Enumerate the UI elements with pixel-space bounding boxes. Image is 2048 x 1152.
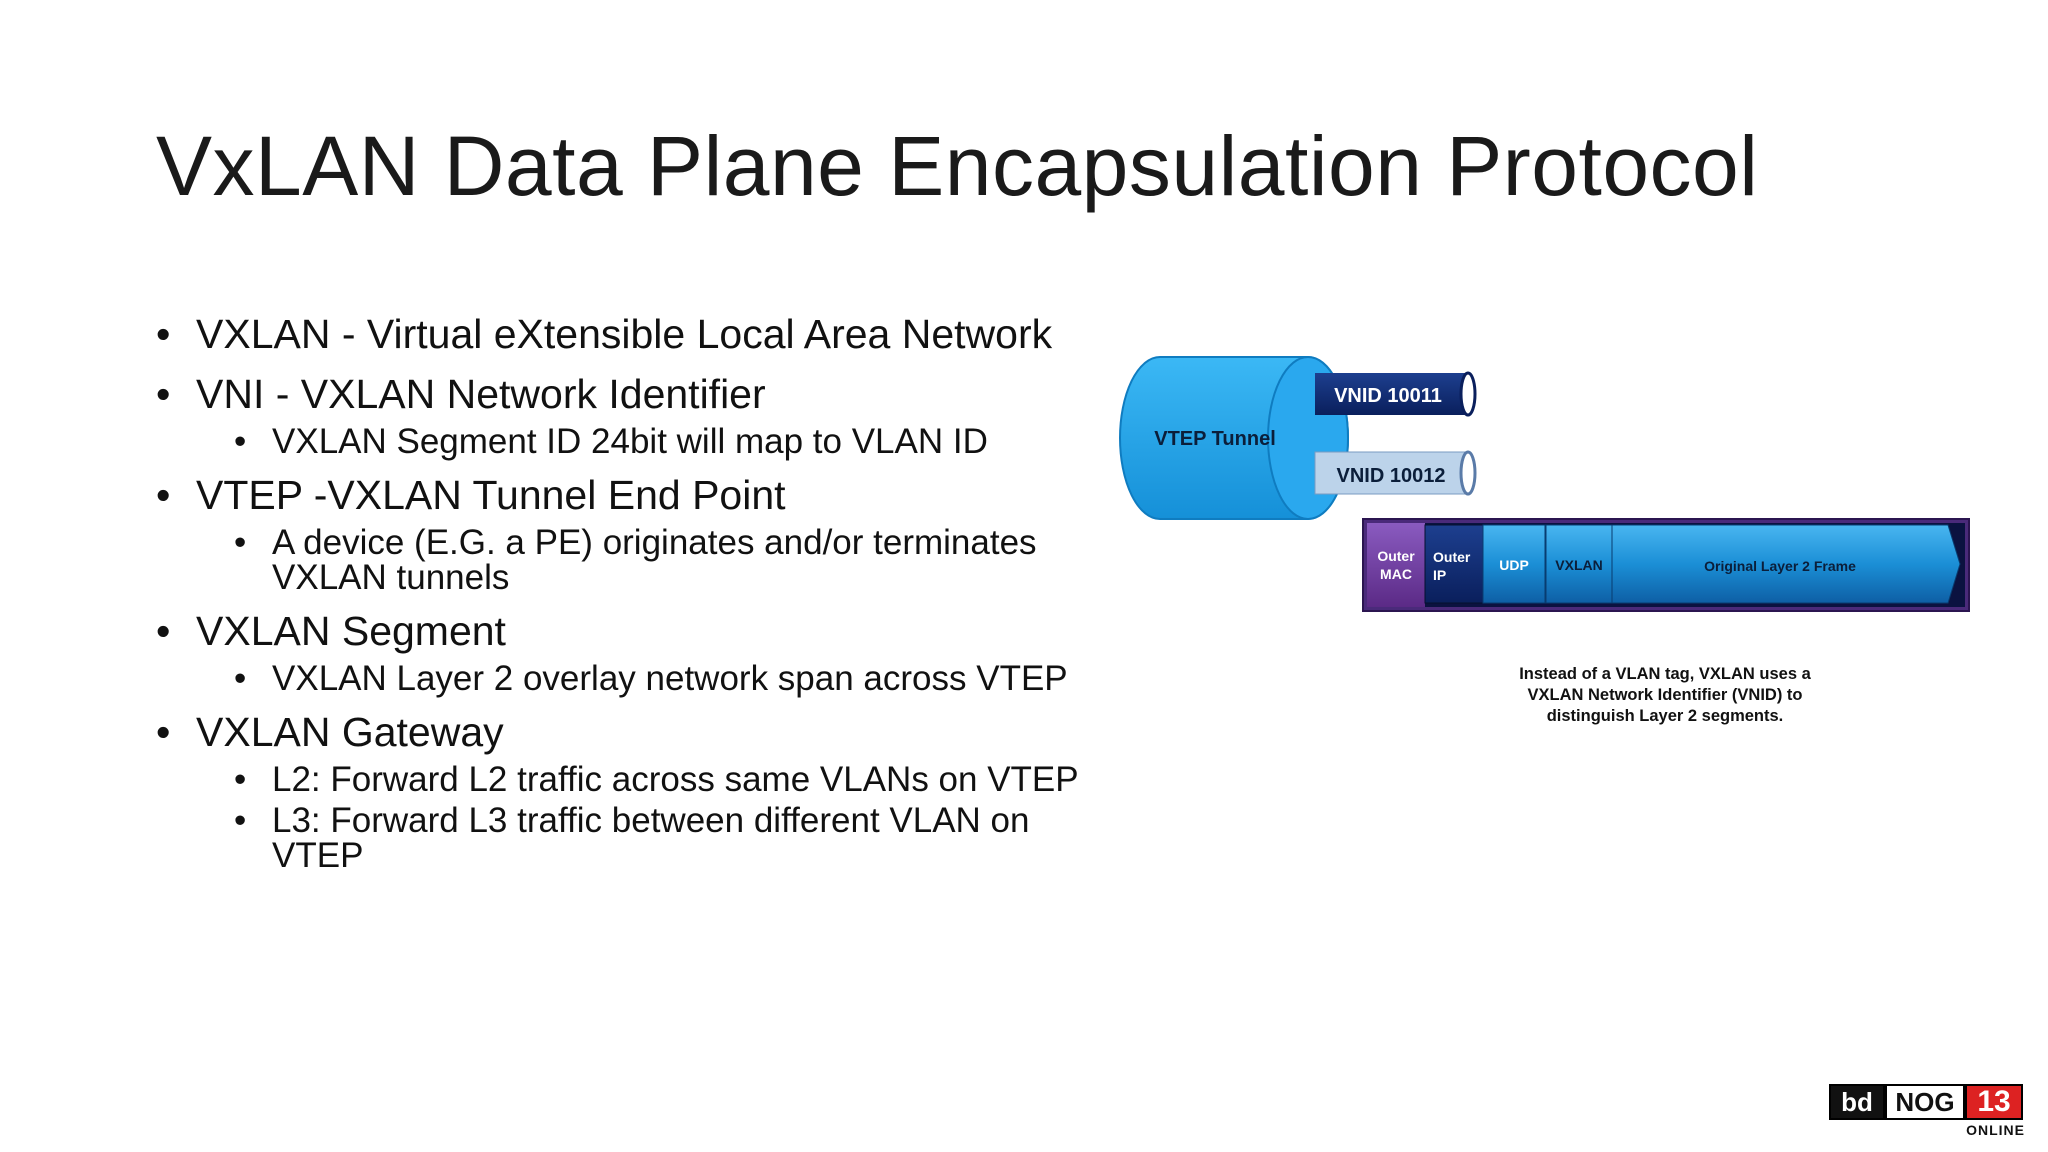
outer-ip-label-line1: Outer <box>1433 549 1471 565</box>
outer-mac-label-line2: MAC <box>1380 566 1412 582</box>
vnid-10012-label: VNID 10012 <box>1337 465 1446 487</box>
bullet-segment: VXLAN Segment <box>156 607 1096 655</box>
vxlan-header-label: VXLAN <box>1555 557 1602 573</box>
caption-line-2: VXLAN Network Identifier (VNID) to <box>1527 686 1803 704</box>
logo-bd-text: bd <box>1829 1084 1885 1120</box>
original-frame-label: Original Layer 2 Frame <box>1704 558 1856 574</box>
bdnog-logo: bd NOG 13 ONLINE <box>1829 1084 2025 1144</box>
slide-title: VxLAN Data Plane Encapsulation Protocol <box>156 119 1759 213</box>
caption-line-1: Instead of a VLAN tag, VXLAN uses a <box>1519 665 1811 683</box>
vnid-10011-label: VNID 10011 <box>1334 385 1442 407</box>
outer-ip-label-line2: IP <box>1433 567 1446 583</box>
bullet-vtep: VTEP -VXLAN Tunnel End Point <box>156 471 1096 519</box>
tunnel-label: VTEP Tunnel <box>1154 428 1276 450</box>
sub-bullet-l2: L2: Forward L2 traffic across same VLANs… <box>156 762 1096 797</box>
bullet-list: VXLAN - Virtual eXtensible Local Area Ne… <box>156 310 1096 873</box>
sub-bullet-l3: L3: Forward L3 traffic between different… <box>156 803 1096 873</box>
vnid-pipe-2 <box>1314 450 1477 496</box>
diagram-caption: Instead of a VLAN tag, VXLAN uses a VXLA… <box>1470 664 1860 727</box>
logo-online-text: ONLINE <box>1966 1122 2025 1138</box>
logo-nog-text: NOG <box>1885 1084 1965 1120</box>
outer-mac-label-line1: Outer <box>1377 548 1415 564</box>
sub-bullet-device: A device (E.G. a PE) originates and/or t… <box>156 525 1096 595</box>
sub-bullet-segment-id: VXLAN Segment ID 24bit will map to VLAN … <box>156 424 1096 459</box>
udp-label: UDP <box>1499 557 1529 573</box>
logo-13-text: 13 <box>1965 1084 2023 1120</box>
caption-line-3: distinguish Layer 2 segments. <box>1546 707 1784 725</box>
bullet-vni: VNI - VXLAN Network Identifier <box>156 370 1096 418</box>
bullet-vxlan: VXLAN - Virtual eXtensible Local Area Ne… <box>156 310 1096 358</box>
bullet-gateway: VXLAN Gateway <box>156 708 1096 756</box>
vxlan-frame <box>1362 518 1970 612</box>
vxlan-diagram: VTEP Tunnel VNID 10011 VNID 10012 Outer … <box>1119 356 1970 612</box>
vnid-pipe-1 <box>1315 371 1477 417</box>
sub-bullet-overlay: VXLAN Layer 2 overlay network span acros… <box>156 661 1096 696</box>
